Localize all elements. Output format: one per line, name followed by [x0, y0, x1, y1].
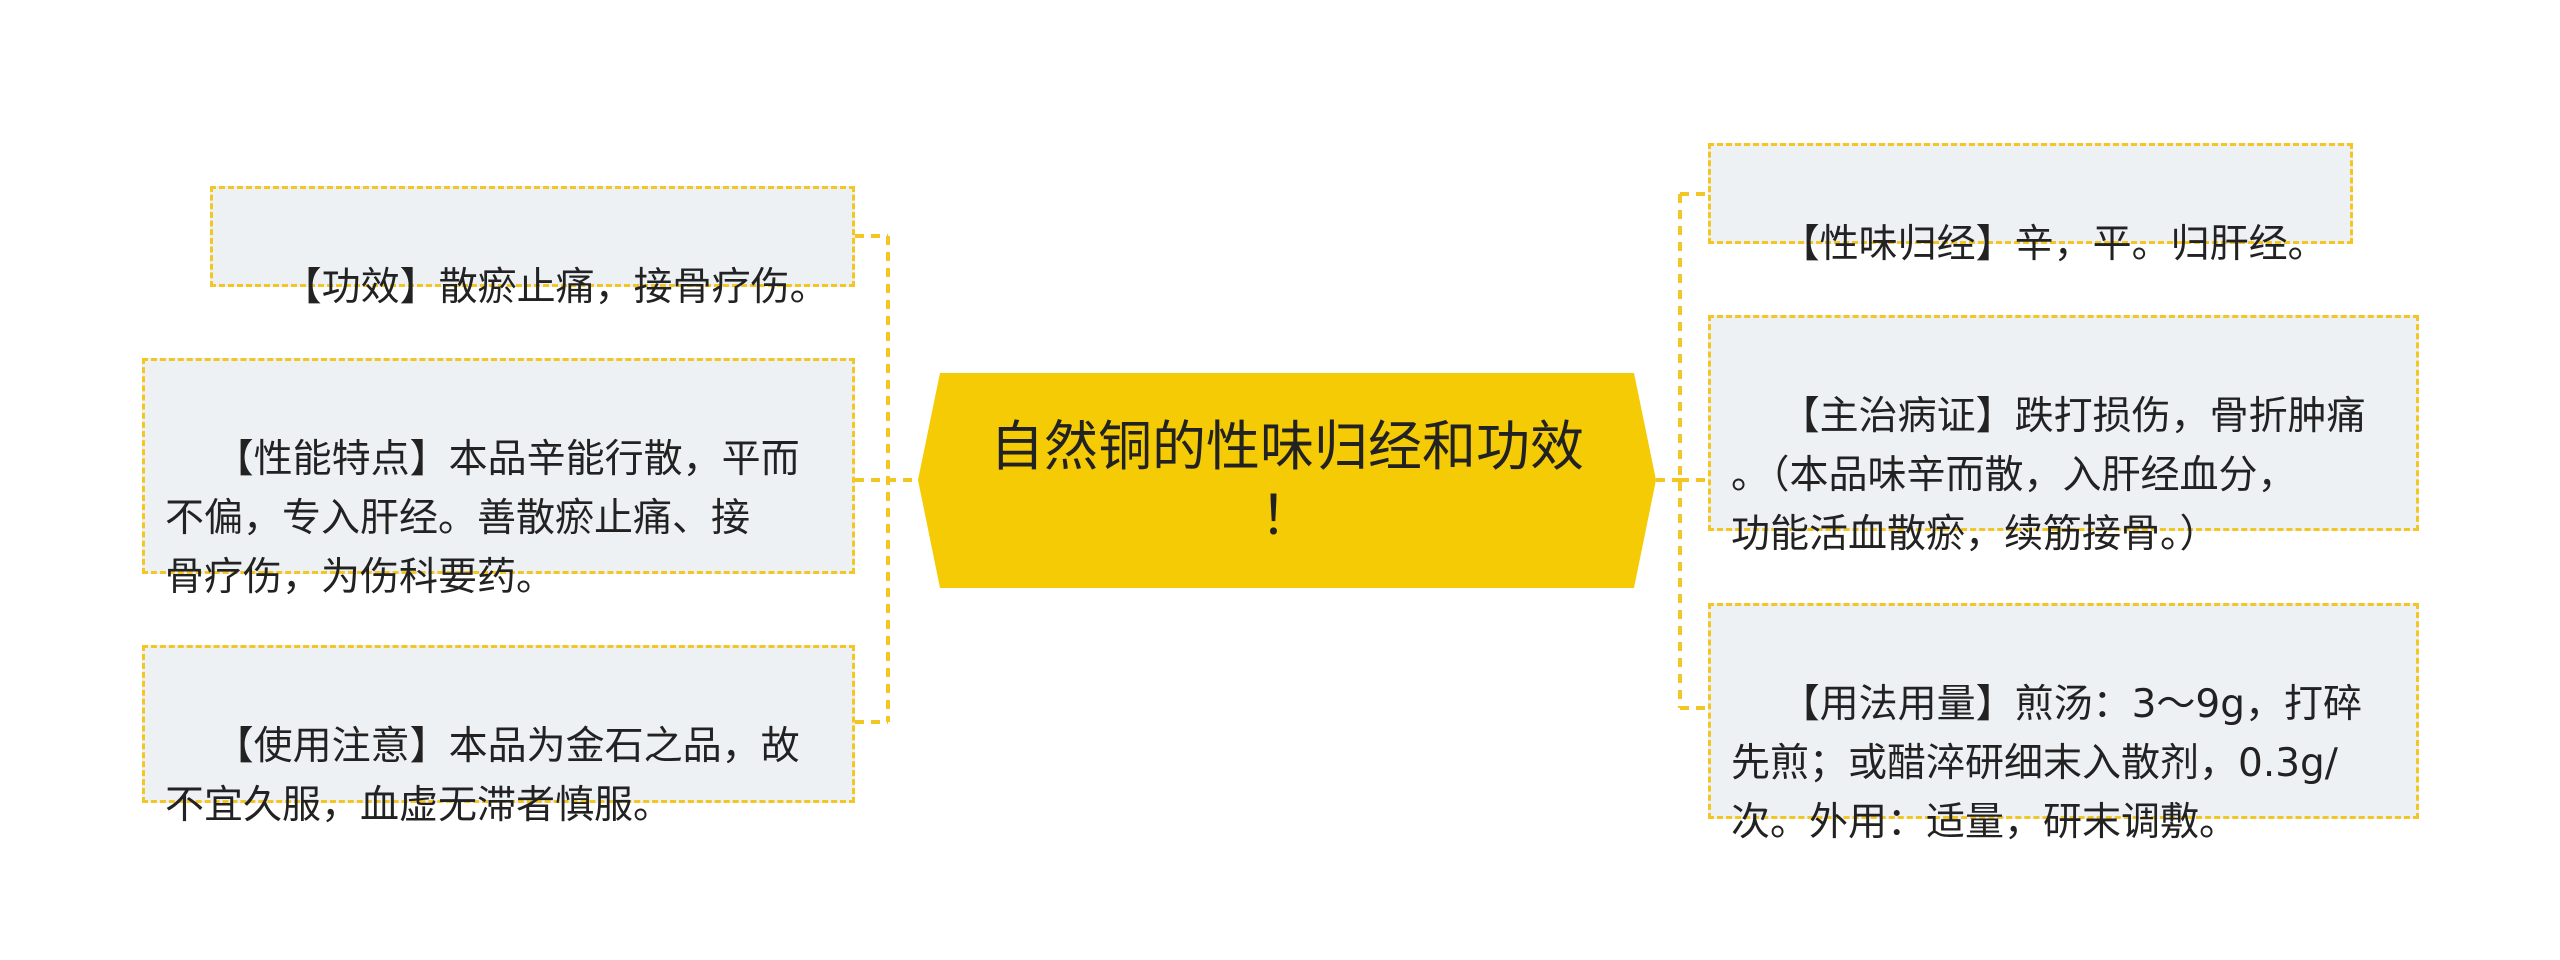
branch-text: 【主治病证】跌打损伤，骨折肿痛 。（本品味辛而散，入肝经血分， 功能活血散瘀，续…: [1731, 394, 2366, 557]
central-topic-shape: [918, 373, 1656, 588]
branch-node-efficacy[interactable]: 【功效】散瘀止痛，接骨疗伤。: [210, 186, 855, 310]
branch-text: 【性味归经】辛，平。归肝经。: [1780, 222, 2327, 267]
central-topic-line1: 自然铜的性味归经和功效: [990, 414, 1584, 478]
branch-node-nature-meridian[interactable]: 【性味归经】辛，平。归肝经。: [1708, 143, 2353, 267]
branch-node-dosage[interactable]: 【用法用量】煎汤：3～9g，打碎 先煎；或醋淬研细末入散剂，0.3g/ 次。外用…: [1708, 603, 2419, 845]
central-topic[interactable]: 自然铜的性味归经和功效 ！: [918, 373, 1656, 588]
branch-text: 【用法用量】煎汤：3～9g，打碎 先煎；或醋淬研细末入散剂，0.3g/ 次。外用…: [1731, 682, 2362, 845]
branch-text: 【使用注意】本品为金石之品，故 不宜久服，血虚无滞者慎服。: [165, 724, 800, 828]
branch-node-indications[interactable]: 【主治病证】跌打损伤，骨折肿痛 。（本品味辛而散，入肝经血分， 功能活血散瘀，续…: [1708, 315, 2419, 557]
branch-node-properties[interactable]: 【性能特点】本品辛能行散，平而 不偏，专入肝经。善散瘀止痛、接 骨疗伤，为伤科要…: [142, 358, 855, 600]
branch-text: 【性能特点】本品辛能行散，平而 不偏，专入肝经。善散瘀止痛、接 骨疗伤，为伤科要…: [165, 437, 800, 600]
branch-text: 【功效】散瘀止痛，接骨疗伤。: [282, 265, 829, 310]
branch-node-cautions[interactable]: 【使用注意】本品为金石之品，故 不宜久服，血虚无滞者慎服。: [142, 645, 855, 828]
central-topic-line2: ！: [1260, 483, 1314, 547]
